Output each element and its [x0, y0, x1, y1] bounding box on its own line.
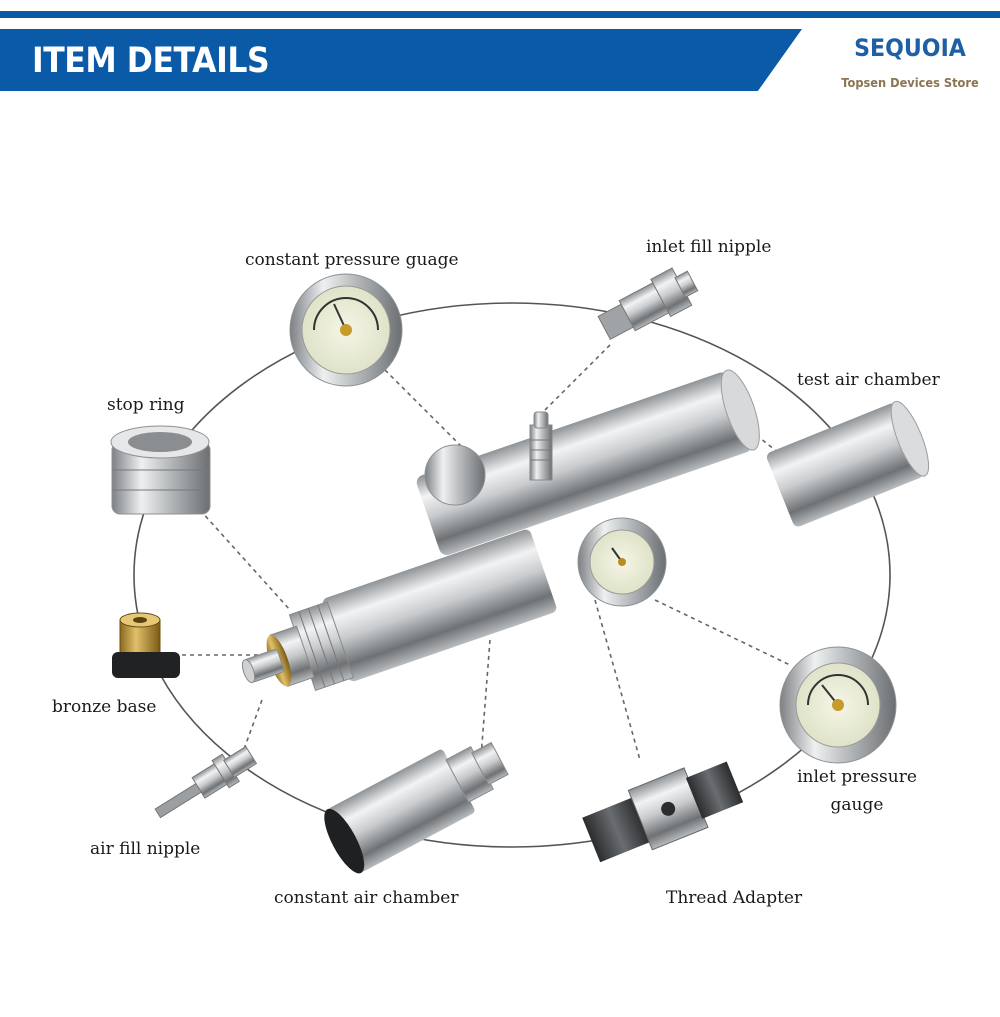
inlet-fill-nipple-image [597, 267, 699, 341]
label-test-air-chamber: test air chamber [797, 370, 940, 390]
regulator-assembly [241, 369, 760, 692]
store-name: Topsen Devices Store [841, 76, 979, 90]
label-thread-adapter: Thread Adapter [666, 888, 803, 908]
label-constant-pressure-gauge: constant pressure guage [245, 250, 459, 270]
label-constant-air-chamber: constant air chamber [274, 888, 459, 908]
label-inlet-pressure-gauge-line2: gauge [830, 795, 884, 815]
thread-adapter-image [582, 761, 744, 863]
label-inlet-pressure-gauge-line1: inlet pressure [797, 767, 917, 787]
banner-top-rule [0, 11, 1000, 18]
grouping-ellipse [133, 302, 891, 848]
header-banner [0, 29, 802, 91]
constant-air-chamber-image [324, 741, 509, 874]
brand-logo-text: SEQUOIA [854, 34, 966, 62]
test-air-chamber-image [766, 400, 930, 527]
page-title: ITEM DETAILS [32, 41, 270, 81]
label-air-fill-nipple: air fill nipple [90, 839, 201, 859]
inlet-pressure-gauge-image [779, 646, 897, 764]
stop-ring-image [110, 425, 211, 515]
constant-pressure-gauge-image [289, 273, 403, 387]
label-bronze-base: bronze base [52, 697, 157, 717]
bronze-base-image [112, 612, 180, 678]
air-fill-nipple-image [154, 745, 258, 819]
label-stop-ring: stop ring [107, 395, 185, 415]
label-inlet-fill-nipple: inlet fill nipple [646, 237, 772, 257]
